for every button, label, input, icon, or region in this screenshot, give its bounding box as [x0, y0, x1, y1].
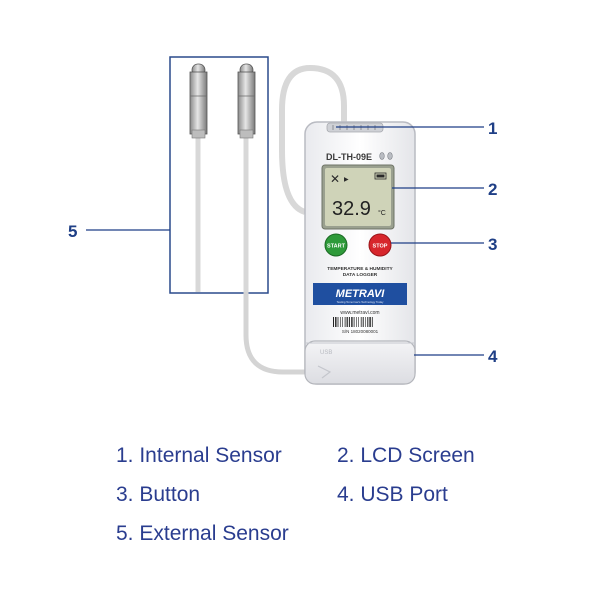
website-label: www.metravi.com	[340, 310, 379, 316]
callout-number-4: 4	[488, 347, 498, 366]
legend-item-internal-sensor: 1. Internal Sensor	[116, 444, 282, 467]
start-button[interactable]: START	[324, 233, 348, 257]
led-indicator-1	[379, 152, 385, 160]
lcd-screen: ✕ ▶ 32.9 °C	[321, 164, 395, 230]
brand-logo: METRAVI	[336, 288, 386, 300]
barcode-bar	[356, 317, 357, 327]
external-sensor-frame	[169, 56, 269, 294]
barcode-bar	[358, 317, 359, 327]
stop-button[interactable]: STOP	[368, 233, 392, 257]
barcode-bar	[362, 317, 364, 327]
barcode-bar	[348, 317, 350, 327]
barcode-bar	[351, 317, 353, 327]
top-cable-loop	[279, 64, 347, 215]
usb-emboss-text: USB	[320, 350, 332, 356]
start-button-label: START	[327, 244, 346, 250]
legend-item-lcd-screen: 2. LCD Screen	[337, 444, 475, 467]
barcode-bar	[353, 317, 355, 327]
barcode-bar	[337, 317, 339, 327]
brand-tagline: Testing Tomorrow's Technology Today	[337, 300, 384, 304]
probe-right	[237, 63, 256, 139]
brand-band	[313, 283, 407, 305]
external-sensor-cable	[243, 292, 305, 375]
usb-emboss-icon	[317, 365, 332, 379]
device-description-line2: DATA LOGGER	[343, 272, 378, 278]
barcode-bar	[340, 317, 341, 327]
callout-number-5: 5	[68, 222, 77, 241]
lcd-battery-icon	[374, 172, 387, 180]
probe-left	[189, 63, 208, 139]
barcode-bar	[367, 317, 369, 327]
lcd-unit: °C	[378, 209, 386, 217]
callout-number-2: 2	[488, 180, 497, 199]
lcd-cross-icon: ✕	[330, 172, 340, 186]
barcode-bar	[342, 317, 343, 327]
external-sensor	[169, 56, 269, 294]
barcode-bar	[335, 317, 337, 327]
legend-item-button: 3. Button	[116, 483, 201, 506]
data-logger-device: DL-TH-09E ✕ ▶ 32.9 °C START STOP TEMPERA…	[304, 121, 416, 385]
barcode-bar	[371, 317, 373, 327]
barcode-bar	[360, 317, 362, 327]
legend-item-external-sensor: 5. External Sensor	[116, 522, 289, 545]
device-description-line1: TEMPERATURE & HUMIDITY	[327, 266, 393, 272]
barcode-bar	[369, 317, 371, 327]
legend-item-usb-port: 4. USB Port	[337, 483, 448, 506]
model-label: DL-TH-09E	[326, 152, 372, 162]
stop-button-label: STOP	[373, 244, 388, 250]
led-indicator-2	[387, 152, 393, 160]
barcode-bar	[344, 317, 346, 327]
barcode	[333, 317, 373, 327]
barcode-bar	[365, 317, 366, 327]
barcode-bar	[333, 317, 334, 327]
lcd-play-icon: ▶	[344, 177, 349, 183]
callout-number-1: 1	[488, 119, 497, 138]
barcode-bar	[346, 317, 348, 327]
serial-number: S/N 18020080001	[342, 329, 379, 334]
callout-number-3: 3	[488, 235, 497, 254]
usb-port-cap[interactable]: USB	[304, 340, 416, 385]
lcd-reading: 32.9	[332, 198, 371, 220]
